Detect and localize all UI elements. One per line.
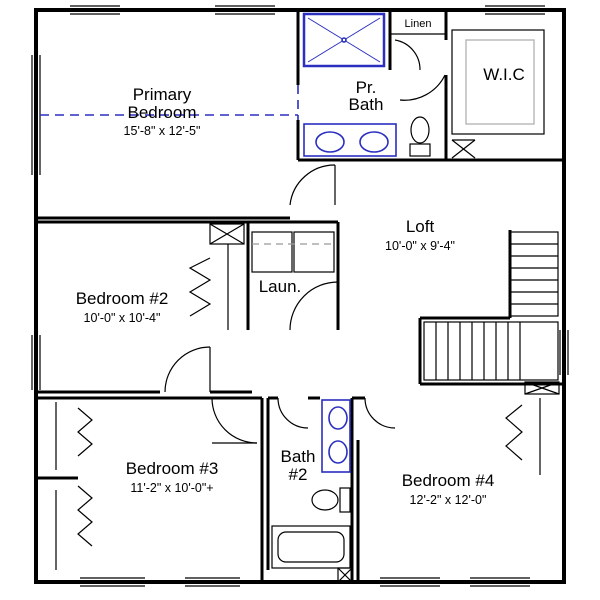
room-primary-bedroom: Primary Bedroom 15'-8" x 12'-5" <box>124 85 201 138</box>
bedroom3-label: Bedroom #3 <box>126 459 219 478</box>
bath2-toilet <box>311 487 351 513</box>
exterior-walls <box>31 5 569 587</box>
loft-label: Loft <box>406 217 435 236</box>
doors <box>77 39 523 547</box>
bedroom2-dims: 10'-0" x 10'-4" <box>84 311 161 325</box>
laundry-machines <box>251 231 335 273</box>
room-primary-bath: Pr. Bath <box>349 78 384 114</box>
primary-bedroom-label-1: Primary <box>133 85 192 104</box>
primary-shower <box>302 12 386 68</box>
room-loft: Loft 10'-0" x 9'-4" <box>385 217 455 253</box>
linen-label: Linen <box>405 18 432 30</box>
bedroom4-label: Bedroom #4 <box>402 471 495 490</box>
primary-bath-label-1: Pr. <box>356 78 377 97</box>
interior-walls <box>36 10 564 582</box>
bath2-label-1: Bath <box>281 447 316 466</box>
primary-toilet <box>409 116 431 157</box>
bath2-label-2: #2 <box>289 465 308 484</box>
bath2-tub <box>271 525 351 569</box>
closets <box>55 223 560 583</box>
wic-label: W.I.C <box>483 65 525 84</box>
bath2-vanity <box>321 399 351 473</box>
room-bedroom4: Bedroom #4 12'-2" x 12'-0" <box>402 471 495 507</box>
primary-bath-label-2: Bath <box>349 95 384 114</box>
room-bedroom2: Bedroom #2 10'-0" x 10'-4" <box>76 289 169 325</box>
staircase <box>423 231 559 381</box>
bedroom3-dims: 11'-2" x 10'-0"+ <box>130 481 213 495</box>
bedroom4-dims: 12'-2" x 12'-0" <box>410 493 487 507</box>
loft-dims: 10'-0" x 9'-4" <box>385 239 455 253</box>
room-bath2: Bath #2 <box>281 447 316 484</box>
primary-bedroom-label-2: Bedroom <box>128 103 197 122</box>
wic-shelving <box>451 29 545 159</box>
bedroom2-label: Bedroom #2 <box>76 289 169 308</box>
laundry-label: Laun. <box>259 277 302 296</box>
room-bedroom3: Bedroom #3 11'-2" x 10'-0"+ <box>126 459 219 495</box>
primary-vanity <box>303 123 397 157</box>
primary-bedroom-dims: 15'-8" x 12'-5" <box>124 124 201 138</box>
